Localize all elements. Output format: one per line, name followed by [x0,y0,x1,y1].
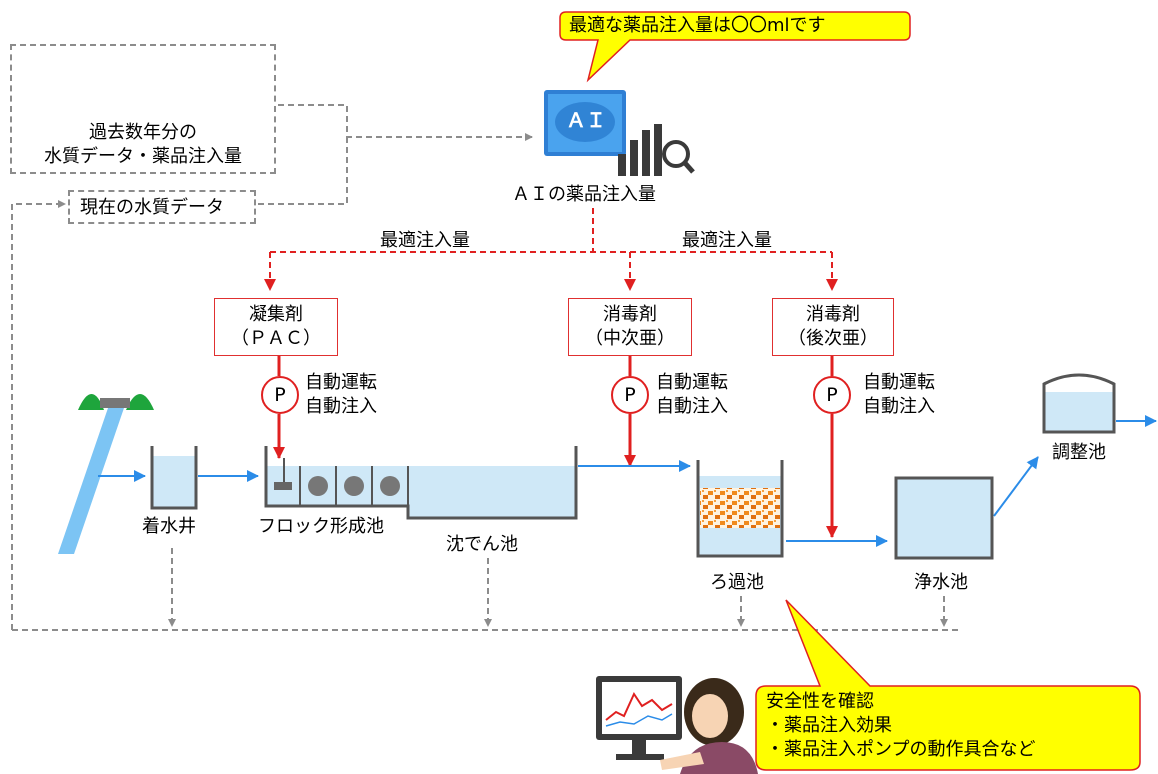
chemical-pac-name: 凝集剤 [249,304,303,325]
facility-sedimentation: 沈でん池 [446,534,518,555]
dosing-lines [273,356,838,538]
pump-post-caption-1: 自動運転 [863,372,935,393]
optimal-dose-label-right: 最適注入量 [682,230,772,251]
bottom-callout-line-3: ・薬品注入ポンプの動作具合など [766,739,1036,760]
history-line-2: 水質データ・薬品注入量 [44,146,242,167]
pump-mid-caption-1: 自動運転 [656,372,728,393]
chemical-post-sub: （後次亜） [788,328,878,349]
floc-sedimentation-tank [264,446,578,520]
pump-pac-caption-1: 自動運転 [305,372,377,393]
chemical-box-mid-hypo: 消毒剤 （中次亜） [568,298,692,356]
bottom-callout-line-1: 安全性を確認 [766,691,874,712]
water-flow [98,415,1157,547]
optimal-dose-lines [264,208,838,291]
history-data-box: 過去数年分の 水質データ・薬品注入量 [10,44,276,174]
filter-basin-tank [696,460,784,558]
chemical-mid-name: 消毒剤 [603,304,657,325]
intake-well-tank [150,446,198,510]
chemical-post-name: 消毒剤 [806,304,860,325]
ai-logo-text: ＡＩ [566,108,606,132]
chemical-pac-sub: （ＰＡＣ） [231,328,321,349]
chemical-box-pac: 凝集剤 （ＰＡＣ） [214,298,338,356]
intake-icon [58,394,154,554]
facility-intake-well: 着水井 [142,516,196,537]
facility-regulating: 調整池 [1052,442,1106,463]
current-data-label: 現在の水質データ [80,197,224,218]
bottom-callout-shape [755,599,1141,771]
bottom-callout-line-2: ・薬品注入効果 [766,715,892,736]
facility-clear-well: 浄水池 [914,572,968,593]
top-callout-text: 最適な薬品注入量は〇〇mlです [569,15,826,36]
pump-icon-mid: P [611,376,649,414]
operator-icon [596,676,758,774]
top-callout-shape [559,11,911,83]
current-data-box: 現在の水質データ [68,190,256,224]
history-line-1: 過去数年分の [89,122,197,143]
pump-post-caption-2: 自動注入 [863,396,935,417]
regulating-reservoir-tank [1042,373,1116,434]
optimal-dose-label-left: 最適注入量 [380,230,470,251]
pump-pac-caption-2: 自動注入 [305,396,377,417]
facility-filter: ろ過池 [710,572,764,593]
pump-icon-post: P [813,376,851,414]
ai-logo-icon [544,90,626,156]
facility-floc-basin: フロック形成池 [258,516,384,537]
ai-caption: ＡＩの薬品注入量 [512,184,656,205]
pump-icon-pac: P [261,376,299,414]
analytics-icon [618,124,695,176]
pump-mid-caption-2: 自動注入 [656,396,728,417]
chemical-box-post-hypo: 消毒剤 （後次亜） [772,298,894,356]
clear-well-tank [894,476,994,560]
chemical-mid-sub: （中次亜） [585,328,675,349]
